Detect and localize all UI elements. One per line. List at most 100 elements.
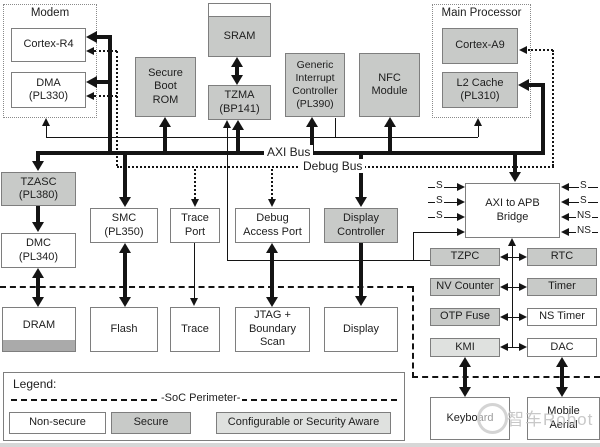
arrowhead-right — [519, 253, 527, 261]
tzma-box: TZMA (BP141) — [208, 85, 271, 120]
arrowhead-right — [519, 343, 527, 351]
arrowhead-down — [32, 297, 44, 307]
arrowhead-up — [556, 357, 568, 367]
debug-bus-modem-riser — [116, 51, 118, 166]
dram-box: DRAM — [2, 307, 76, 352]
arrow-stem — [97, 35, 110, 39]
arrowhead-right — [457, 228, 465, 236]
line — [507, 287, 520, 288]
line — [413, 232, 414, 260]
kmi-box: KMI — [430, 338, 500, 357]
arrow-stem — [271, 169, 273, 199]
arrow-stem — [94, 95, 117, 97]
otp-fuse-box: OTP Fuse — [430, 308, 500, 326]
arrow-stem — [359, 243, 363, 297]
arrowhead-up — [223, 120, 231, 128]
line — [335, 118, 336, 137]
bridge-input-label: S — [435, 180, 444, 191]
legend-item-secure: Secure — [111, 412, 191, 434]
soc-perimeter-line — [0, 286, 413, 288]
line — [46, 137, 478, 138]
soc-perimeter-label: -SoC Perimeter- — [159, 392, 243, 404]
arrowhead-down — [119, 197, 131, 207]
arrow-stem — [194, 169, 196, 199]
debug-bus-label: Debug Bus — [300, 159, 366, 173]
sram-secure-region: SRAM — [209, 16, 270, 56]
axi-bus-label: AXI Bus — [264, 145, 314, 159]
secure-boot-rom-box: Secure Boot ROM — [135, 57, 196, 117]
arrow-stem — [123, 155, 127, 198]
arrowhead-left — [561, 198, 569, 206]
nv-counter-box: NV Counter — [430, 278, 500, 296]
watermark-logo-icon — [477, 403, 508, 434]
arrowhead-down — [556, 387, 568, 397]
dmc-box: DMC (PL340) — [1, 233, 76, 268]
arrowhead-up — [459, 357, 471, 367]
legend-title: Legend: — [13, 377, 57, 391]
arrow-stem — [36, 276, 40, 299]
arrowhead-down — [355, 197, 367, 207]
arrowhead-left — [86, 31, 97, 43]
arrow-stem — [463, 365, 467, 389]
dram-secure-strip — [3, 340, 75, 351]
arrow-stem — [163, 126, 167, 153]
soc-perimeter-line — [412, 376, 600, 378]
arrow-stem — [36, 151, 40, 163]
tzasc-box: TZASC (PL380) — [1, 172, 76, 206]
tzpc-box: TZPC — [430, 248, 500, 266]
arrow-stem — [236, 129, 240, 153]
arrowhead-left — [500, 343, 508, 351]
line — [227, 128, 228, 260]
arrowhead-right — [457, 183, 465, 191]
mobile-aerial-box: Mobile Aerial — [527, 397, 600, 440]
line — [507, 317, 520, 318]
arrowhead-up — [231, 57, 243, 67]
arrow-stem — [123, 251, 127, 299]
arrow-stem — [560, 365, 564, 389]
arrow-stem — [541, 83, 545, 153]
page-bottom-strip — [0, 443, 600, 447]
gic-box: Generic Interrupt Controller (PL390) — [285, 53, 345, 117]
arrowhead-right — [519, 283, 527, 291]
arrowhead-down — [191, 199, 199, 207]
arrowhead-down — [32, 222, 44, 232]
arrowhead-right — [457, 213, 465, 221]
arrowhead-up — [32, 268, 44, 278]
flash-box: Flash — [90, 307, 158, 352]
arrowhead-left — [86, 47, 94, 55]
arrow-stem — [108, 35, 112, 153]
line — [413, 232, 457, 233]
bridge-input-label: S — [435, 195, 444, 206]
l2-cache-box: L2 Cache (PL310) — [442, 72, 518, 108]
ns-timer-box: NS Timer — [527, 308, 597, 326]
arrowhead-down — [355, 296, 367, 306]
arrowhead-up — [266, 243, 278, 253]
line — [46, 126, 47, 137]
arrow-stem — [310, 126, 314, 153]
arrowhead-right — [457, 198, 465, 206]
legend-panel: Legend: -SoC Perimeter- Non-secure Secur… — [3, 372, 405, 441]
watermark: 智车Robot — [507, 410, 594, 429]
arrowhead-down — [231, 75, 243, 85]
arrow-stem — [270, 251, 274, 299]
arrow-stem — [529, 83, 543, 87]
main-processor-group-box — [432, 4, 531, 118]
arrow-stem — [513, 153, 517, 173]
arrow-stem — [388, 126, 392, 153]
arrow-stem — [359, 155, 363, 198]
arrowhead-up — [119, 243, 131, 253]
bridge-input-label: NS — [576, 210, 592, 221]
arrowhead-left — [561, 183, 569, 191]
line — [478, 126, 479, 137]
arrowhead-left — [86, 76, 97, 88]
arrowhead-up — [474, 118, 482, 126]
arrowhead-up — [42, 118, 50, 126]
modem-group-box — [3, 4, 97, 118]
arrow-stem — [36, 206, 40, 223]
arrowhead-left — [519, 46, 527, 54]
modem-group-title: Modem — [30, 7, 70, 19]
arrowhead-down — [119, 297, 131, 307]
cortex-a9-box: Cortex-A9 — [442, 28, 518, 64]
debug-access-port-box: Debug Access Port — [235, 208, 310, 243]
